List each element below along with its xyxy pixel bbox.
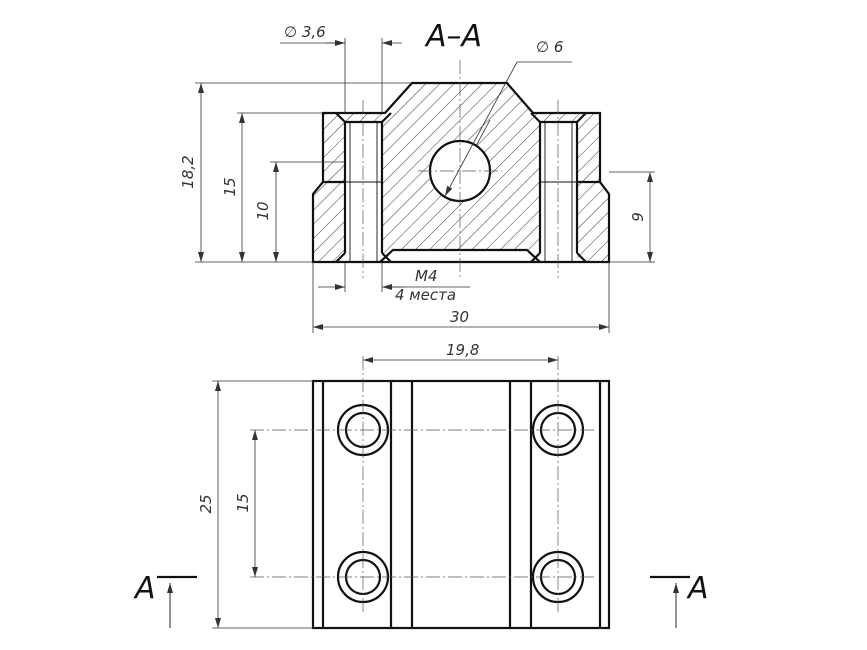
section-letter-right: А	[686, 571, 709, 606]
dim-length: 25	[197, 494, 215, 513]
section-view	[195, 38, 655, 333]
dim-height-9: 9	[629, 212, 647, 222]
dim-hole-spacing-x: 19,8	[446, 341, 479, 359]
dim-height-15: 15	[221, 177, 239, 196]
section-mark-left	[157, 575, 197, 628]
dim-height-10: 10	[254, 201, 272, 220]
plan-view	[157, 356, 690, 630]
dim-bore-diameter: ∅ 6	[536, 38, 563, 56]
dim-width: 30	[450, 308, 469, 326]
left-bolt-hole	[345, 122, 382, 262]
dim-thread: M4	[415, 267, 438, 285]
dim-thread-count: 4 места	[395, 286, 456, 304]
dim-hole-spacing-y: 15	[234, 493, 252, 512]
dim-hole-diameter: ∅ 3,6	[284, 23, 326, 41]
section-title: А–А	[424, 19, 482, 54]
section-letter-left: А	[133, 571, 156, 606]
section-mark-right	[650, 575, 690, 628]
right-bolt-hole	[540, 122, 577, 262]
dim-height-total: 18,2	[179, 155, 197, 188]
